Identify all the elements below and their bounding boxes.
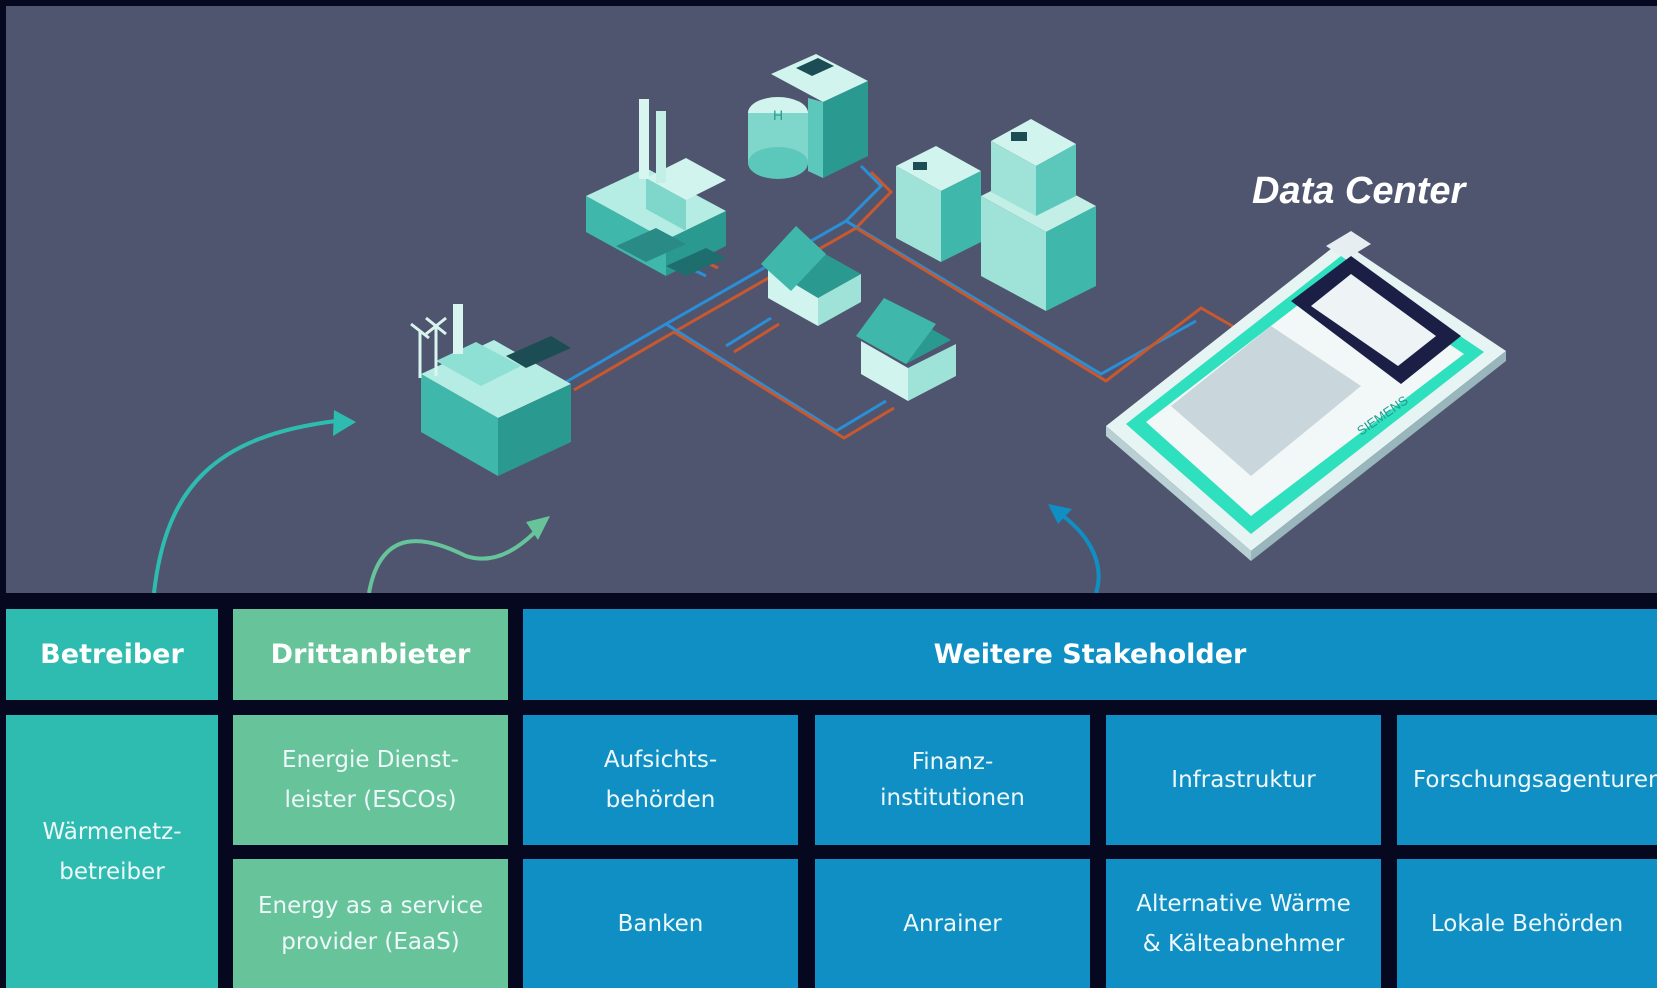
header-weitere-stakeholder: Weitere Stakeholder bbox=[523, 609, 1657, 700]
item-banken: Banken bbox=[523, 859, 798, 988]
cold-pipe-dc bbox=[845, 219, 1197, 376]
arrow-icon bbox=[152, 419, 1101, 593]
house-icon bbox=[856, 298, 956, 401]
data-center-icon: SIEMENS bbox=[1106, 231, 1506, 561]
arrow-head-green bbox=[526, 516, 550, 540]
item-aufsichtsbehoerden: Aufsichts- behörden bbox=[523, 715, 798, 845]
power-plant-icon bbox=[586, 99, 726, 276]
hospital-icon: H bbox=[748, 54, 868, 179]
office-tower-icon bbox=[896, 119, 1096, 311]
svg-text:H: H bbox=[773, 107, 783, 123]
item-lokale-behoerden: Lokale Behörden bbox=[1397, 859, 1657, 988]
header-drittanbieter: Drittanbieter bbox=[233, 609, 508, 700]
item-escos: Energie Dienst- leister (ESCOs) bbox=[233, 715, 508, 845]
cold-pipe-house bbox=[725, 316, 772, 348]
arrow-head-blue bbox=[1048, 504, 1072, 524]
item-infrastruktur: Infrastruktur bbox=[1106, 715, 1381, 845]
item-finanzinstitutionen: Finanz- institutionen bbox=[815, 715, 1090, 845]
arrow-head-teal bbox=[333, 410, 356, 436]
hot-pipe-house bbox=[733, 322, 780, 354]
item-anrainer: Anrainer bbox=[815, 859, 1090, 988]
network-illustration: H bbox=[152, 54, 1506, 593]
house-icon bbox=[761, 226, 861, 326]
factory-icon bbox=[410, 304, 571, 476]
illustration-scene: H bbox=[6, 6, 1657, 593]
item-eaas: Energy as a service provider (EaaS) bbox=[233, 859, 508, 988]
hot-pipe-dc bbox=[855, 226, 1242, 383]
data-center-label: Data Center bbox=[1252, 170, 1466, 212]
item-waermenetzbetreiber: Wärmenetz- betreiber bbox=[6, 715, 218, 988]
hot-pipe-loop bbox=[673, 330, 895, 440]
item-alternative-waerme: Alternative Wärme & Kälteabnehmer bbox=[1106, 859, 1381, 988]
header-betreiber: Betreiber bbox=[6, 609, 218, 700]
item-forschungsagenturen: Forschungsagenturen bbox=[1397, 715, 1657, 845]
cold-pipe-loop bbox=[665, 322, 887, 433]
